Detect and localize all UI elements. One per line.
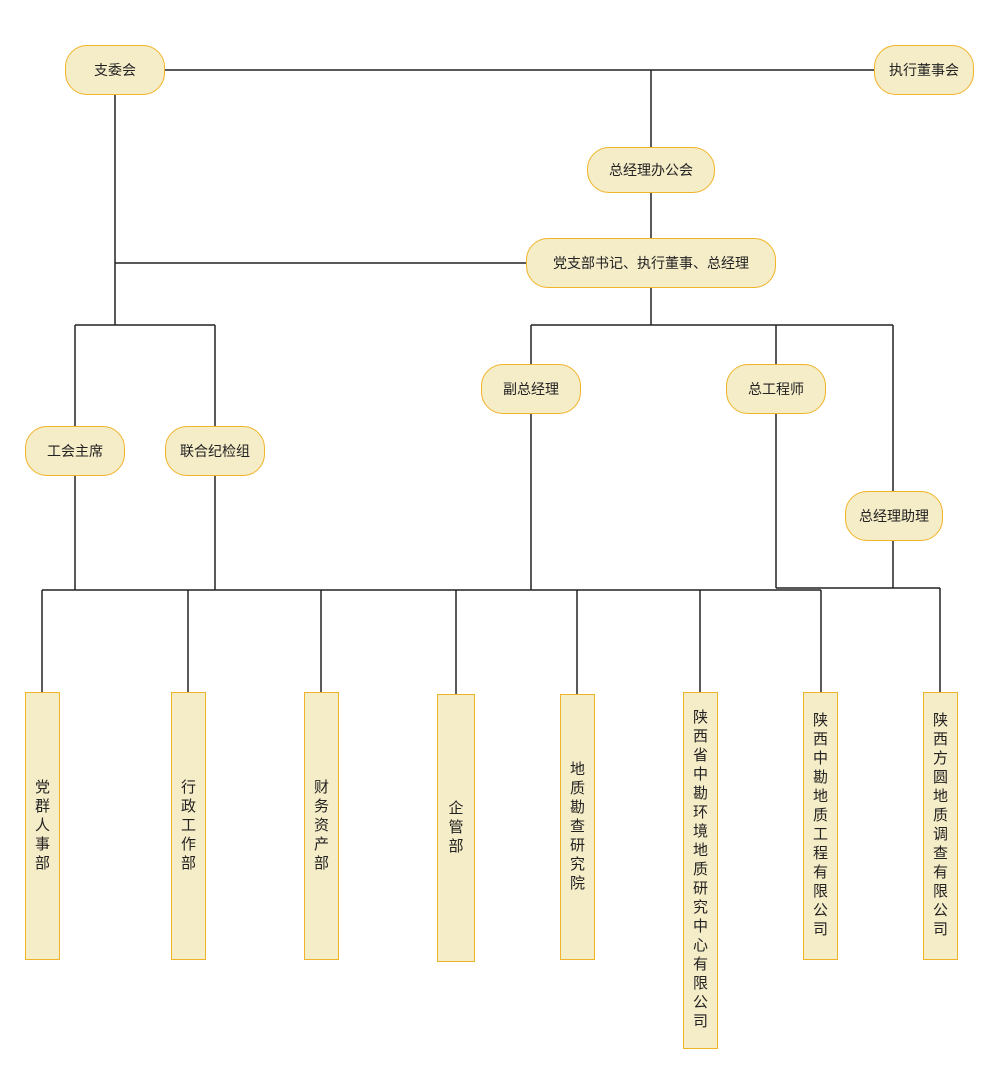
node-branch-committee: 支委会 [65,45,165,95]
node-gm-office: 总经理办公会 [587,147,715,193]
dept-admin: 行政工作部 [171,692,206,960]
node-discipline-group: 联合纪检组 [165,426,265,476]
dept-party-hr: 党群人事部 [25,692,60,960]
dept-finance: 财务资产部 [304,692,339,960]
dept-fangyuan-survey: 陕西方圆地质调查有限公司 [923,692,958,960]
dept-env-geology-center: 陕西省中勘环境地质研究中心有限公司 [683,692,718,1049]
node-union-chair: 工会主席 [25,426,125,476]
dept-zhongkan-engineering: 陕西中勘地质工程有限公司 [803,692,838,960]
node-chief-engineer: 总工程师 [726,364,826,414]
node-gm-assistant: 总经理助理 [845,491,943,541]
node-leader: 党支部书记、执行董事、总经理 [526,238,776,288]
dept-management: 企管部 [437,694,475,962]
node-deputy-gm: 副总经理 [481,364,581,414]
dept-geology-institute: 地质勘查研究院 [560,694,595,960]
node-exec-director: 执行董事会 [874,45,974,95]
